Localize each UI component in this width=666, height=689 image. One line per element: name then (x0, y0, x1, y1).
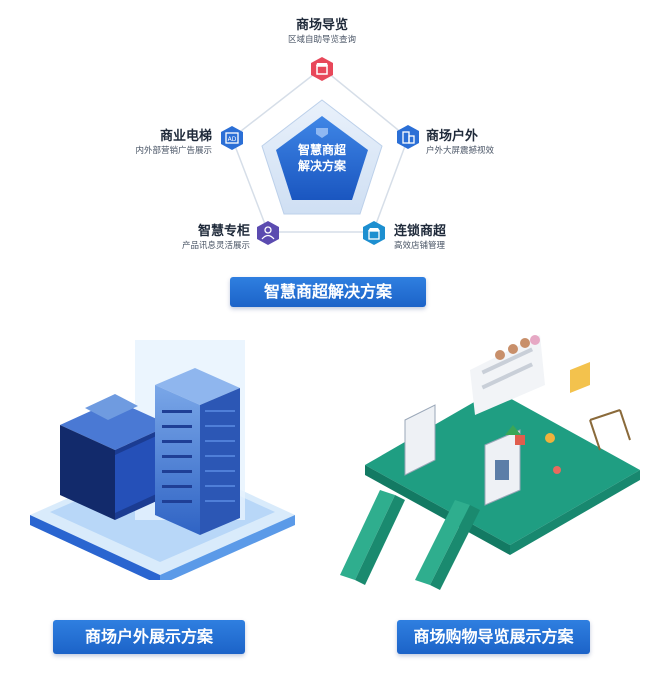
node-right: 商场户外 户外大屏震撼视效 (426, 125, 536, 156)
node-left-subtitle: 内外部营销广告展示 (135, 146, 212, 156)
node-right-title: 商场户外 (426, 129, 479, 144)
person-icon (257, 221, 279, 245)
store-icon (311, 57, 333, 81)
mall-guide-illustration (340, 335, 640, 590)
shop-icon (363, 221, 385, 245)
node-top-title: 商场导览 (295, 18, 348, 33)
center-label: 智慧商超 解决方案 (282, 142, 362, 174)
node-top: 商场导览 区域自助导览查询 (272, 14, 372, 45)
node-top-subtitle: 区域自助导览查询 (287, 35, 356, 45)
node-bottom-left-title: 智慧专柜 (197, 224, 250, 239)
center-pentagon (276, 116, 368, 200)
outdoor-building-illustration (30, 340, 295, 580)
center-line1: 智慧商超 (297, 143, 346, 157)
right-banner: 商场购物导览展示方案 (397, 620, 590, 654)
node-bottom-right-title: 连锁商超 (394, 224, 447, 239)
building-icon (397, 125, 419, 149)
center-line2: 解决方案 (297, 159, 346, 173)
node-left-title: 商业电梯 (159, 129, 212, 144)
outer-pentagon (231, 67, 409, 233)
node-bottom-right-subtitle: 高效店铺管理 (394, 241, 446, 251)
svg-text:AD: AD (228, 136, 237, 143)
main-banner: 智慧商超解决方案 (230, 277, 426, 307)
pentagon-diagram (231, 67, 409, 233)
node-bottom-right: 连锁商超 高效店铺管理 (394, 220, 504, 251)
shield-icon (316, 128, 328, 138)
node-right-subtitle: 户外大屏震撼视效 (426, 146, 495, 156)
node-left: 商业电梯 内外部营销广告展示 (112, 125, 212, 156)
node-bottom-left-subtitle: 产品讯息灵活展示 (181, 241, 250, 251)
node-bottom-left: 智慧专柜 产品讯息灵活展示 (150, 220, 250, 251)
ad-icon: AD (221, 126, 243, 150)
left-banner: 商场户外展示方案 (53, 620, 245, 654)
